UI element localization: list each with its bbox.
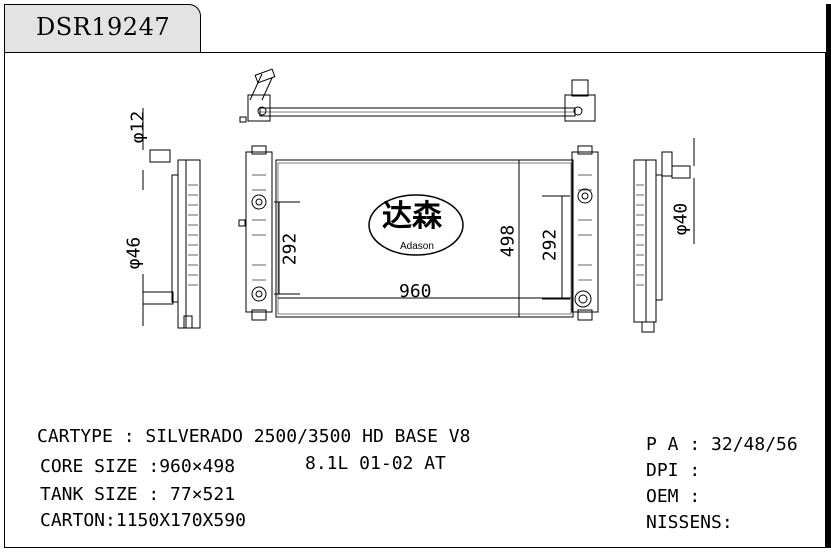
ref-nissens: NISSENS:	[646, 512, 733, 533]
dim-core-height: 498	[497, 224, 519, 258]
spec-tank-size: TANK SIZE : 77×521	[40, 484, 236, 505]
ref-pa: P A : 32/48/56	[646, 434, 798, 455]
dim-core-width: 960	[399, 281, 432, 302]
logo-latin: Adason	[400, 241, 434, 252]
dim-pipe-right: φ40	[670, 202, 692, 236]
ref-oem: OEM :	[646, 486, 701, 507]
right-side-view	[633, 138, 695, 333]
dim-tank-right: 292	[539, 228, 561, 262]
part-number-tab: DSR19247	[4, 4, 201, 53]
frame-edge	[826, 4, 831, 548]
dim-pipe-top: φ12	[127, 110, 149, 144]
spec-engine: 8.1L 01-02 AT	[305, 453, 446, 474]
spec-cartype: CARTYPE : SILVERADO 2500/3500 HD BASE V8	[37, 426, 471, 447]
left-side-view	[142, 108, 201, 329]
spec-core-size: CORE SIZE :960×498	[40, 456, 236, 477]
spec-carton: CARTON:1150X170X590	[40, 510, 246, 531]
company-logo	[368, 194, 464, 256]
ref-dpi: DPI :	[646, 460, 701, 481]
part-number: DSR19247	[36, 13, 171, 41]
top-view	[239, 68, 596, 123]
dim-pipe-left: φ46	[123, 236, 145, 270]
drawing-frame	[4, 52, 826, 548]
front-view	[238, 145, 599, 321]
logo-chinese: 达森	[382, 199, 442, 234]
dim-tank-left: 292	[279, 232, 301, 266]
